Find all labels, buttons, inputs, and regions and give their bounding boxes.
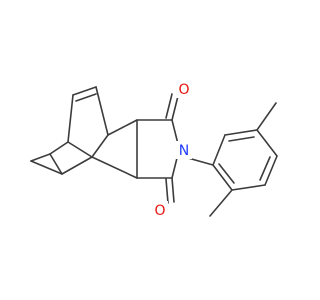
bond	[49, 153, 63, 175]
alkene-bond-second-line	[75, 93, 97, 102]
bond	[61, 156, 93, 175]
aromatic-inner-bond	[218, 163, 235, 184]
carbonyl-bond-second-line	[165, 178, 169, 204]
molecule-canvas: O N O	[30, 80, 278, 219]
carbonyl-bond	[171, 177, 175, 203]
bond	[187, 157, 214, 166]
bond	[107, 119, 138, 136]
bond	[212, 134, 226, 166]
bond	[256, 129, 278, 157]
alkene-bond	[72, 86, 97, 96]
carbonyl-bond-second-line	[165, 93, 173, 119]
bond	[67, 141, 93, 158]
bond	[224, 129, 258, 136]
bond-lines	[30, 86, 278, 217]
carbonyl-bond	[171, 95, 179, 121]
molecule-structure: O N O	[30, 80, 278, 219]
atom-labels: O N O	[152, 80, 192, 219]
aromatic-inner-bond	[228, 136, 255, 142]
bond	[30, 160, 63, 175]
aromatic-inner-bond	[259, 156, 271, 181]
bond	[49, 141, 69, 155]
bond	[95, 86, 109, 136]
bond	[212, 164, 233, 191]
oxygen-atom-label: O	[154, 203, 165, 219]
bond	[91, 156, 138, 179]
oxygen-atom-label: O	[178, 82, 189, 98]
bond	[264, 155, 278, 186]
bond	[67, 94, 74, 143]
methyl-bond	[209, 189, 233, 217]
bond	[231, 184, 266, 191]
methyl-bond	[256, 102, 277, 131]
bond	[30, 153, 51, 162]
nitrogen-atom-label: N	[179, 143, 189, 159]
bond	[91, 134, 109, 158]
